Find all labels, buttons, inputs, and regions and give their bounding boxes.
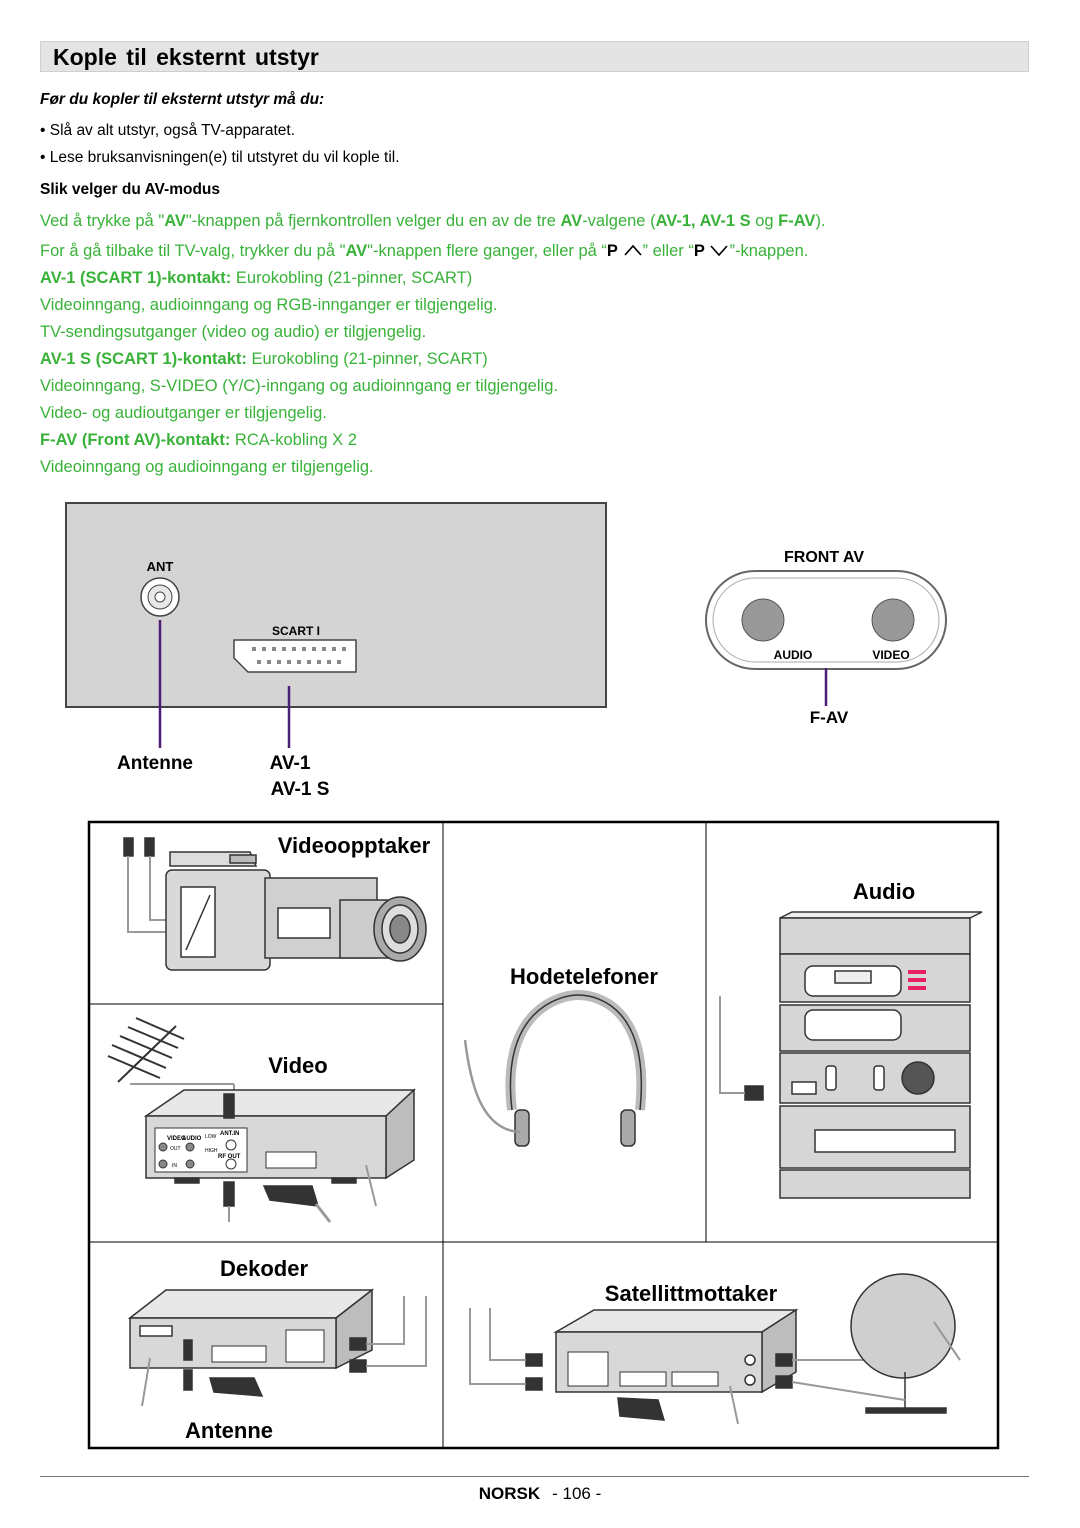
section-title-bar: Kople til eksternt utstyr	[40, 41, 1029, 72]
antenna-socket-icon	[140, 577, 180, 617]
vcr-video-label: VIDEO	[167, 1136, 186, 1142]
front-av-panel: FRONT AV AUDIO VIDEO F-AV	[705, 549, 947, 727]
av-mode-line-2: For å gå tilbake til TV-valg, trykker du…	[40, 242, 809, 260]
satellite-dish-icon	[791, 1273, 961, 1414]
av-mode-heading: Slik velger du AV-modus	[40, 181, 221, 198]
connector-item-av1: AV-1 (SCART 1)-kontakt: Eurokobling (21-…	[40, 269, 473, 287]
video-cell: Video VIDEO AUDIO OUT IN LOW H	[107, 1017, 416, 1223]
vcr-rfout-label: RF OUT	[218, 1154, 241, 1160]
vcr-in-label: IN	[172, 1163, 177, 1169]
video-jack-label: VIDEO	[872, 648, 909, 662]
connector-item-fav: F-AV (Front AV)-kontakt: RCA-kobling X 2	[40, 431, 357, 449]
camcorder-label: Videoopptaker	[278, 833, 431, 858]
satellite-cell: Satellittmottaker	[469, 1273, 961, 1425]
device-grid	[87, 820, 1000, 1450]
vcr-antin-label: ANT.IN	[220, 1131, 239, 1137]
headphones-cell: Hodetelefoner	[463, 964, 658, 1147]
decoder-icon	[127, 1288, 427, 1407]
headphones-icon	[463, 989, 647, 1147]
av1-label: AV-1	[270, 753, 311, 774]
vcr-out-label: OUT	[170, 1146, 181, 1152]
bullet-item: • Lese bruksanvisningen(e) til utstyret …	[40, 149, 400, 166]
connector-detail: Videoinngang, S-VIDEO (Y/C)-inngang og a…	[40, 377, 558, 395]
scart-label: SCART I	[272, 624, 320, 638]
chevron-down-icon	[710, 245, 729, 257]
scart-socket-icon	[233, 639, 357, 673]
stereo-system-icon	[719, 911, 983, 1199]
connector-detail: Videoinngang, audioinngang og RGB-inngan…	[40, 296, 498, 314]
connector-detail: TV-sendingsutganger (video og audio) er …	[40, 323, 427, 341]
decoder-antenna-label: Antenne	[185, 1418, 273, 1443]
connector-item-av1s: AV-1 S (SCART 1)-kontakt: Eurokobling (2…	[40, 350, 488, 368]
footer-divider	[40, 1476, 1029, 1477]
connector-detail: Videoinngang og audioinngang er tilgjeng…	[40, 458, 374, 476]
vcr-audio-label: AUDIO	[182, 1136, 202, 1142]
page-number: - 106 -	[552, 1484, 602, 1503]
vcr-low-label: LOW	[205, 1134, 217, 1140]
satellite-label: Satellittmottaker	[605, 1281, 778, 1306]
intro-heading: Før du kopler til eksternt utstyr må du:	[40, 91, 325, 108]
decoder-cell: Dekoder Antenne	[127, 1256, 427, 1443]
av1s-label: AV-1 S	[271, 779, 330, 800]
antenne-label: Antenne	[117, 753, 193, 774]
connection-diagram: ANT SCART I Antenne AV-1 AV-1 S FRONT AV…	[65, 502, 1000, 1450]
footer-language: NORSK	[478, 1484, 541, 1503]
antenna-icon	[107, 1017, 235, 1096]
chevron-up-icon	[623, 244, 642, 256]
bullet-item: • Slå av alt utstyr, også TV-apparatet.	[40, 122, 296, 139]
audio-jack-icon	[741, 598, 785, 642]
camcorder-icon	[123, 837, 427, 971]
satellite-receiver-icon	[469, 1308, 900, 1425]
vcr-high-label: HIGH	[205, 1148, 218, 1154]
ant-label: ANT	[147, 559, 174, 574]
fav-label: F-AV	[810, 708, 849, 727]
audio-jack-label: AUDIO	[774, 648, 813, 662]
audio-label: Audio	[853, 879, 915, 904]
av-mode-line-1: Ved å trykke på "AV"-knappen på fjernkon…	[40, 212, 826, 230]
audio-cell: Audio	[719, 879, 983, 1199]
video-label: Video	[268, 1053, 328, 1078]
page-footer: NORSK - 106 -	[0, 1484, 1080, 1504]
connector-detail: Video- og audioutganger er tilgjengelig.	[40, 404, 327, 422]
camcorder-cell: Videoopptaker	[123, 833, 431, 971]
vcr-icon: VIDEO AUDIO OUT IN LOW HIGH ANT.IN RF OU…	[143, 1088, 416, 1223]
front-av-title: FRONT AV	[784, 549, 864, 566]
rear-panel: ANT SCART I Antenne AV-1 AV-1 S	[65, 502, 607, 800]
decoder-label: Dekoder	[220, 1256, 308, 1281]
page-title: Kople til eksternt utstyr	[53, 44, 319, 70]
video-jack-icon	[871, 598, 915, 642]
headphones-label: Hodetelefoner	[510, 964, 658, 989]
